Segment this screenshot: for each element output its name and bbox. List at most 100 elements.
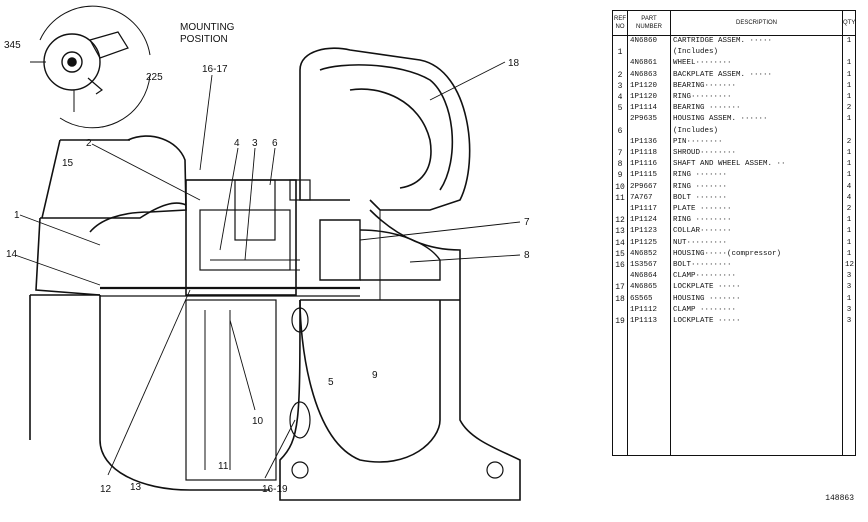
cell-part-number: 2P9635: [627, 114, 671, 126]
cell-ref-no: 1: [612, 47, 628, 59]
cell-part-number: 1P1136: [627, 136, 671, 149]
cell-quantity: 12: [845, 261, 855, 270]
cell-ref-no: 14: [612, 237, 628, 249]
cell-ref-no: [612, 304, 628, 317]
cell-part-number: 1P1117: [627, 204, 671, 216]
callout-10: 10: [252, 416, 264, 427]
mounting-label-line1: MOUNTING: [180, 22, 235, 33]
callout-2: 2: [86, 138, 92, 149]
blank-cell: [670, 327, 843, 456]
cell-description: WHEEL········: [670, 58, 843, 70]
cell-quantity: 1: [846, 160, 852, 169]
callout-16-19: 16-19: [262, 484, 288, 495]
cell-quantity: [843, 47, 856, 58]
cell-part-number: 4N6860: [627, 35, 671, 48]
cell-quantity: 3: [846, 283, 852, 292]
cell-ref-no: 4: [612, 92, 628, 104]
cell-quantity: 3: [846, 305, 852, 314]
cell-ref-no: 8: [612, 159, 628, 171]
cell-part-number: 1P1120: [627, 80, 671, 93]
cell-part-number: 1P1118: [627, 148, 671, 160]
blank-cell: [843, 327, 856, 456]
cell-part-number: 4N6865: [627, 282, 671, 294]
cell-quantity: 1: [846, 70, 852, 79]
callout-3: 3: [252, 138, 258, 149]
cell-description: RING ········: [670, 215, 843, 227]
cell-quantity: 1: [846, 249, 852, 258]
cell-quantity: 1: [846, 115, 852, 124]
callout-5: 5: [328, 377, 334, 388]
cell-part-number: 6S565: [627, 293, 671, 305]
cell-part-number: 1P1113: [627, 316, 671, 328]
turbine-wheel: [319, 210, 441, 300]
cell-part-number: 4N6852: [627, 248, 671, 261]
cell-part-number: 2P9667: [627, 181, 671, 193]
callout-12: 12: [100, 484, 112, 495]
mounting-label-line2: POSITION: [180, 34, 228, 45]
cell-part-number: 1P1120: [627, 92, 671, 104]
cell-description: HOUSING·····(compressor): [670, 248, 843, 261]
cell-part-number: 1S3567: [627, 260, 671, 272]
callout-1: 1: [14, 210, 20, 221]
cell-part-number: 1P1112: [627, 304, 671, 317]
cell-quantity: 2: [846, 104, 852, 113]
cell-ref-no: 7: [612, 148, 628, 160]
callout-7: 7: [524, 217, 530, 228]
cell-ref-no: 10: [612, 181, 628, 193]
header-ref-no: REF NO: [612, 10, 628, 36]
cell-description: LOCKPLATE ·····: [670, 282, 843, 294]
cell-part-number: 1P1114: [627, 103, 671, 115]
callout-15: 15: [62, 158, 74, 169]
angle-345-label: 345: [4, 40, 21, 51]
cell-part-number: 1P1116: [627, 159, 671, 171]
callout-14: 14: [6, 249, 18, 260]
cell-ref-no: 12: [612, 215, 628, 227]
drawing-reference-number: 148863: [825, 494, 854, 503]
callout-leaders: [14, 61, 521, 479]
cell-part-number: [627, 125, 671, 137]
cell-quantity: 1: [846, 238, 852, 247]
compressor-housing: [29, 135, 270, 491]
header-description: DESCRIPTION: [670, 10, 843, 36]
cell-description: PLATE ·······: [670, 204, 843, 216]
mounting-position-inset: [30, 5, 151, 129]
header-part-number: PART NUMBER: [627, 10, 671, 36]
cell-part-number: 7A767: [627, 192, 671, 205]
callout-16-17: 16-17: [202, 64, 228, 75]
callout-8: 8: [524, 250, 530, 261]
cell-description: CLAMP ········: [670, 304, 843, 317]
cell-description: CLAMP·········: [670, 271, 843, 283]
cell-description: BACKPLATE ASSEM. ·····: [670, 69, 843, 81]
cell-description: COLLAR·······: [670, 226, 843, 238]
parts-list-row: 6(Includes): [612, 125, 856, 137]
cell-description: RING ·······: [670, 170, 843, 182]
turbocharger-exploded-drawing: MOUNTING POSITION 345 225 18 16-17 2 4 3…: [4, 5, 530, 501]
cell-ref-no: 18: [612, 293, 628, 305]
cell-quantity: 1: [846, 171, 852, 180]
cell-quantity: 1: [846, 37, 852, 45]
blank-cell: [627, 327, 671, 456]
cell-description: BOLT ·······: [670, 192, 843, 205]
cell-part-number: 1P1125: [627, 237, 671, 249]
cell-description: NUT·········: [670, 237, 843, 249]
cell-part-number: 4N6863: [627, 69, 671, 81]
cell-description: RING·········: [670, 92, 843, 104]
callout-6: 6: [272, 138, 278, 149]
cell-quantity: 1: [846, 216, 852, 225]
